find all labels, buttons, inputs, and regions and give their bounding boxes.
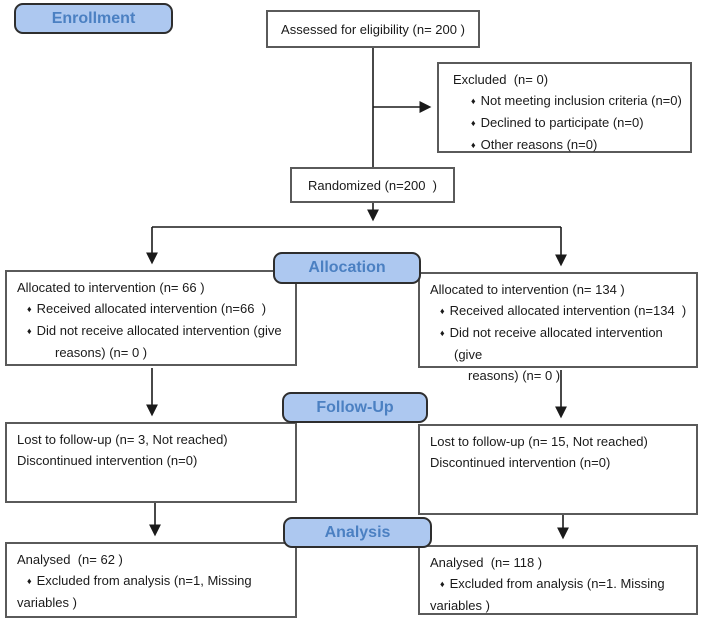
box-text: Randomized (n=200 ) (308, 177, 437, 193)
bullet-text: Declined to participate (n=0) (480, 115, 644, 130)
diamond-bullet-icon: ♦ (27, 576, 32, 586)
bullet-text: Received allocated intervention (n=134 ) (449, 303, 687, 318)
stage-label-allocation: Allocation (273, 252, 421, 284)
bullet-text: Excluded from analysis (n=1, Missing (36, 573, 252, 588)
bullet-item: ♦ Received allocated intervention (n=134 … (430, 300, 688, 322)
stage-label-text: Follow-Up (316, 398, 394, 416)
diamond-bullet-icon: ♦ (471, 96, 476, 106)
bullet-text: Did not receive allocated intervention (… (449, 325, 667, 362)
allocation-right-box: Allocated to intervention (n= 134 ) ♦ Rec… (418, 272, 698, 383)
followup-left-box: Lost to follow-up (n= 3, Not reached) Di… (5, 422, 297, 503)
box-text: Assessed for eligibility (n= 200 ) (281, 21, 465, 37)
stage-label-enrollment: Enrollment (14, 3, 173, 34)
bullet-text: Not meeting inclusion criteria (n=0) (480, 93, 682, 108)
box-title: Allocated to intervention (n= 134 ) (430, 282, 625, 297)
stage-label-followup: Follow-Up (282, 392, 428, 423)
box-title: Allocated to intervention (n= 66 ) (17, 280, 205, 295)
bullet-text: Excluded from analysis (n=1. Missing (449, 576, 665, 591)
stage-label-text: Analysis (324, 523, 391, 541)
bullet-continuation: variables ) (430, 598, 490, 613)
diamond-bullet-icon: ♦ (471, 140, 476, 150)
bullet-item: ♦ Not meeting inclusion criteria (n=0) (453, 90, 684, 112)
assessed-eligibility-box: Assessed for eligibility (n= 200 ) (266, 10, 480, 48)
bullet-continuation: reasons) (n= 0 ) (468, 368, 561, 383)
excluded-box: Excluded (n= 0) ♦ Not meeting inclusion c… (437, 62, 692, 153)
randomized-box: Randomized (n=200 ) (290, 167, 455, 203)
box-line: Lost to follow-up (n= 15, Not reached) (430, 434, 648, 449)
box-line: Lost to follow-up (n= 3, Not reached) (17, 432, 228, 447)
followup-right-box: Lost to follow-up (n= 15, Not reached) D… (418, 424, 698, 515)
bullet-continuation: variables ) (17, 595, 77, 610)
bullet-item: ♦ Received allocated intervention (n=66 ) (17, 298, 287, 320)
bullet-item: ♦ Excluded from analysis (n=1, Missing (17, 570, 287, 592)
box-title: Analysed (n= 118 ) (430, 555, 543, 570)
diamond-bullet-icon: ♦ (440, 328, 445, 338)
stage-label-analysis: Analysis (283, 517, 432, 548)
box-line: Discontinued intervention (n=0) (430, 455, 611, 470)
diamond-bullet-icon: ♦ (471, 118, 476, 128)
bullet-text: Other reasons (n=0) (480, 137, 598, 152)
bullet-text: Received allocated intervention (n=66 ) (36, 301, 267, 316)
bullet-item: ♦ Declined to participate (n=0) (453, 112, 684, 134)
bullet-text: Did not receive allocated intervention (… (36, 323, 282, 338)
box-title: Analysed (n= 62 ) (17, 552, 123, 567)
allocation-left-box: Allocated to intervention (n= 66 ) ♦ Rece… (5, 270, 297, 366)
bullet-item: ♦ Did not receive allocated intervention … (17, 320, 287, 342)
stage-label-text: Enrollment (51, 9, 136, 27)
box-line: Discontinued intervention (n=0) (17, 453, 198, 468)
diamond-bullet-icon: ♦ (440, 306, 445, 316)
bullet-continuation: reasons) (n= 0 ) (55, 345, 148, 360)
bullet-item: ♦ Did not receive allocated intervention … (430, 322, 688, 365)
diamond-bullet-icon: ♦ (27, 326, 32, 336)
diamond-bullet-icon: ♦ (27, 304, 32, 314)
stage-label-text: Allocation (308, 259, 386, 276)
analysis-right-box: Analysed (n= 118 ) ♦ Excluded from analys… (418, 545, 698, 615)
diamond-bullet-icon: ♦ (440, 579, 445, 589)
box-title: Excluded (n= 0) (453, 72, 549, 87)
analysis-left-box: Analysed (n= 62 ) ♦ Excluded from analysi… (5, 542, 297, 618)
bullet-item: ♦ Other reasons (n=0) (453, 134, 684, 156)
bullet-item: ♦ Excluded from analysis (n=1. Missing (430, 573, 688, 595)
